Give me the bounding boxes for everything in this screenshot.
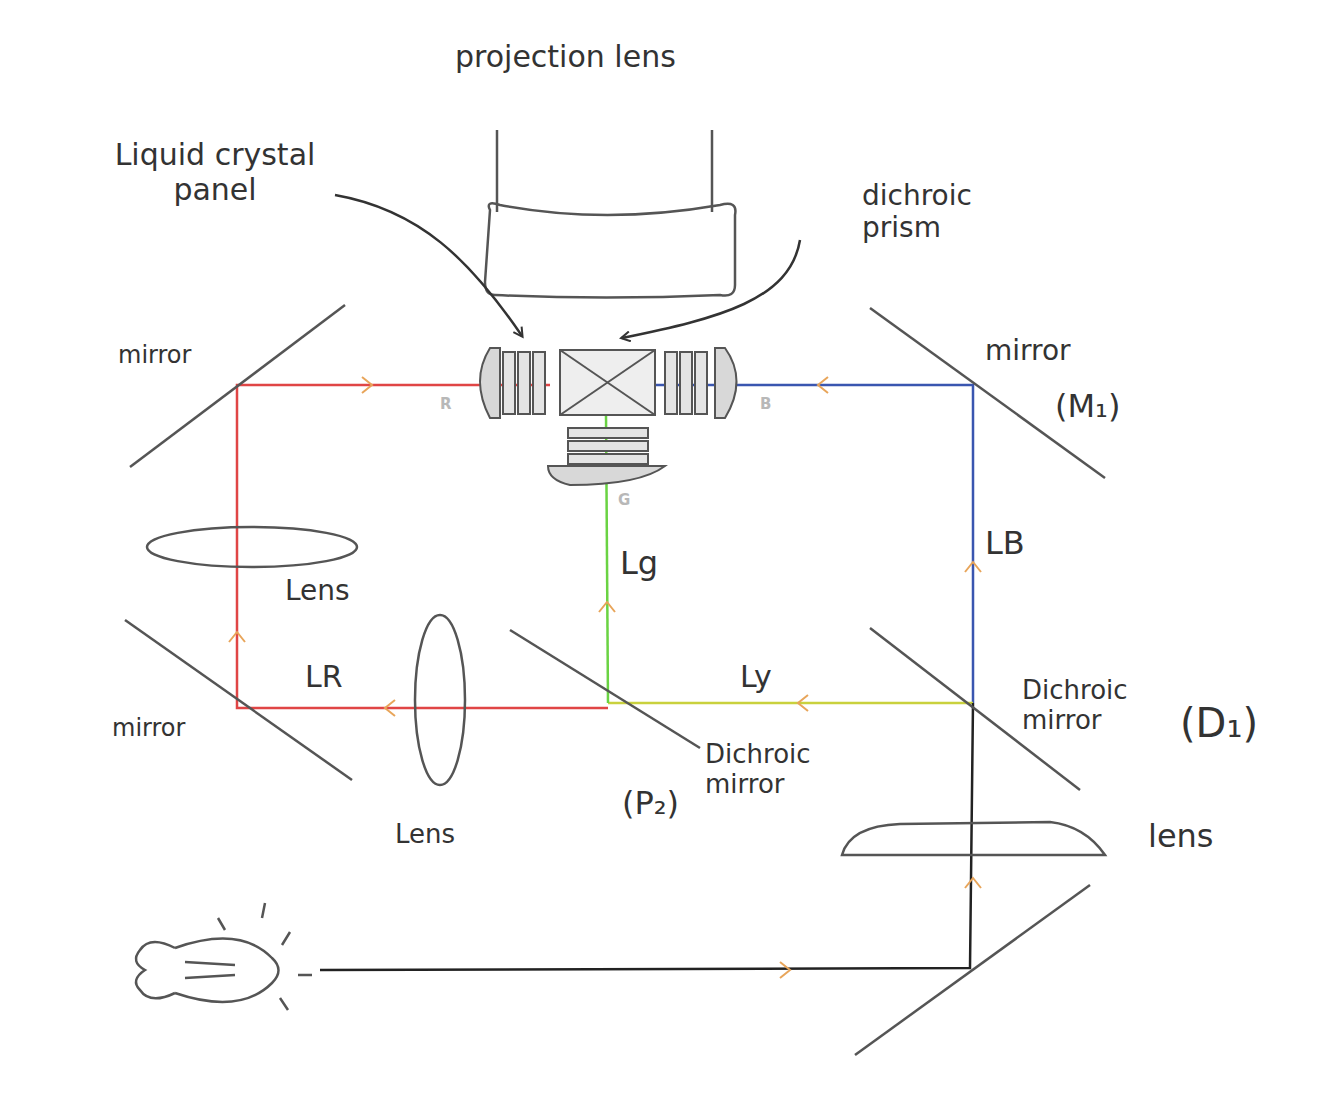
part-label: mirror bbox=[118, 342, 191, 370]
lamp bbox=[136, 903, 312, 1010]
path-label: LB bbox=[985, 525, 1025, 562]
part-label: mirror bbox=[112, 715, 185, 743]
part-label: lens bbox=[1148, 818, 1214, 855]
part-label: dichroic prism bbox=[862, 180, 1032, 244]
path-label: Lg bbox=[620, 545, 658, 582]
panel-letter: R bbox=[440, 396, 452, 413]
panel-letter: G bbox=[618, 492, 630, 509]
path-label: Ly bbox=[740, 660, 772, 695]
light-paths bbox=[237, 385, 973, 970]
callout-label: (D₁) bbox=[1180, 700, 1258, 746]
leader-line bbox=[622, 240, 800, 338]
part-label: Lens bbox=[285, 575, 350, 607]
dichroic-prism-assembly bbox=[480, 348, 737, 485]
part-label: Liquid crystal panel bbox=[85, 138, 345, 207]
panel-letter: B bbox=[760, 396, 771, 413]
path-label: LR bbox=[305, 660, 343, 695]
lenses bbox=[147, 527, 1105, 855]
part-label: Dichroic mirror bbox=[1022, 676, 1172, 736]
projection-lens bbox=[485, 130, 735, 298]
callout-label: (M₁) bbox=[1055, 388, 1120, 425]
part-label: Lens bbox=[395, 820, 455, 850]
mirrors bbox=[125, 305, 1105, 1055]
leader-line bbox=[335, 195, 522, 336]
direction-arrows bbox=[229, 377, 981, 978]
part-label: mirror bbox=[985, 335, 1071, 367]
callout-label: (P₂) bbox=[622, 785, 679, 822]
title-label: projection lens bbox=[455, 40, 676, 75]
part-label: Dichroic mirror bbox=[705, 740, 880, 800]
